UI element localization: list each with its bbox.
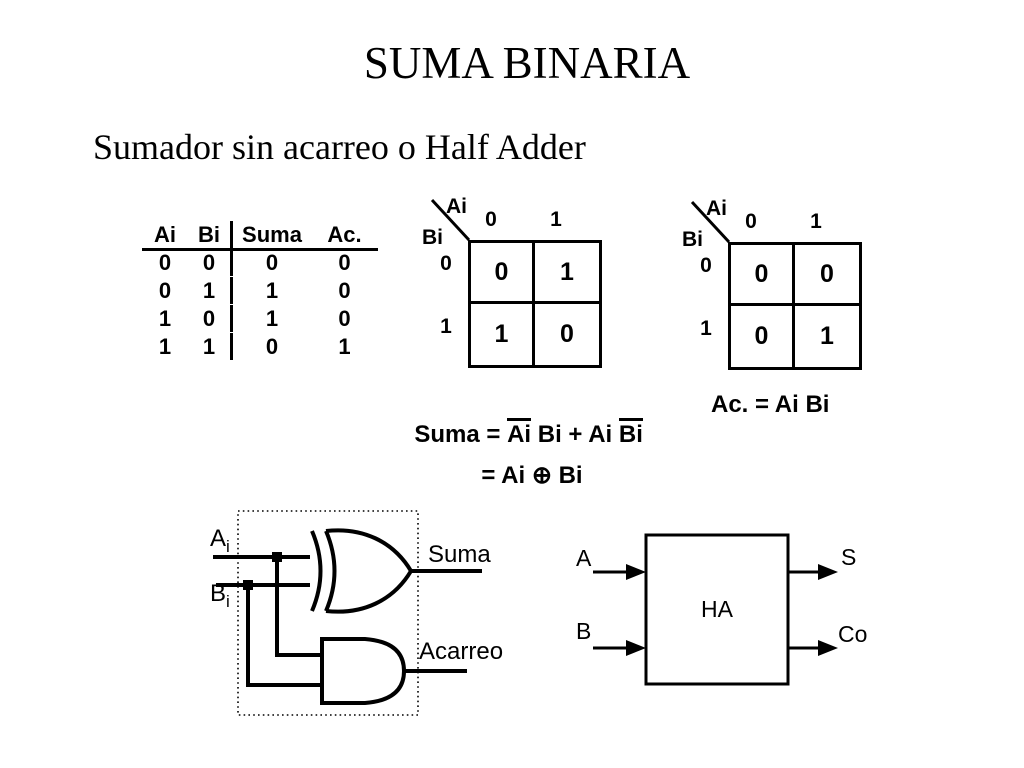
- kmap-grid: 0 0 0 1: [728, 242, 862, 370]
- truth-table-header: Ac.: [311, 221, 378, 251]
- xor-gate-icon: [310, 528, 414, 614]
- kmap-col-label: 1: [810, 210, 822, 233]
- half-adder-block-diagram: [593, 533, 838, 686]
- eq-suma-ai-overbar: Ai: [507, 418, 532, 447]
- ha-block-label: HA: [701, 596, 733, 622]
- truth-table-cell: 0: [188, 249, 233, 276]
- truth-table-cell: 0: [338, 249, 351, 275]
- truth-table-cell: 0: [265, 249, 279, 275]
- slide-title: SUMA BINARIA: [363, 38, 691, 88]
- wire-branch-a: [275, 557, 322, 657]
- truth-table-header: Ai: [142, 221, 188, 251]
- kmap-diagonal-line-icon: [690, 200, 731, 244]
- kmap-row-label: 0: [700, 254, 712, 277]
- slide-subtitle: Sumador sin acarreo o Half Adder: [93, 127, 586, 167]
- truth-table-cell: 0: [338, 277, 351, 303]
- kmap-suma: Ai Bi 0 1 0 1 0 1 1 0: [408, 190, 618, 385]
- block-input-b-label: B: [576, 618, 592, 644]
- kmap-cell: 0: [795, 245, 859, 306]
- kmap-row-label: 0: [440, 252, 452, 275]
- kmap-col-label: 0: [485, 208, 497, 231]
- eq-suma-lhs: Suma =: [414, 421, 508, 448]
- truth-table-cell: 1: [338, 333, 351, 359]
- kmap-row-label: 1: [440, 315, 452, 338]
- truth-table-cell: 1: [188, 333, 233, 360]
- block-output-co-label: Co: [838, 621, 868, 647]
- input-label-ai: Ai: [210, 525, 230, 556]
- truth-table-cell: 0: [338, 305, 351, 331]
- kmap-cell: 0: [471, 243, 535, 304]
- half-adder-gate-circuit: [213, 510, 482, 716]
- kmap-var-top: Ai: [446, 195, 467, 218]
- input-label-bi: Bi: [210, 580, 230, 611]
- eq-xor-pre: = Ai: [481, 462, 532, 489]
- ha-box: [644, 533, 790, 686]
- truth-table-header: Suma: [233, 221, 311, 251]
- equation-suma: Suma = Ai Bi + Ai Bi: [401, 388, 643, 450]
- truth-table: Ai Bi Suma Ac. 0 0 0 0 0 1 1 0 1 0 1 0 1…: [142, 221, 378, 361]
- kmap-var-top: Ai: [706, 197, 727, 220]
- truth-table-cell: 0: [188, 305, 233, 332]
- truth-table-cell: 1: [188, 277, 233, 304]
- kmap-acarreo: Ai Bi 0 1 0 1 0 0 0 1: [668, 192, 878, 387]
- arrow-output-s: [788, 564, 838, 580]
- kmap-row-label: 1: [700, 317, 712, 340]
- equation-suma-xor: = Ai ⊕ Bi: [468, 431, 583, 491]
- output-label-acarreo: Acarreo: [419, 638, 504, 665]
- truth-table-cell: 1: [265, 305, 279, 331]
- arrow-input-b: [593, 640, 646, 656]
- and-gate-icon: [320, 637, 407, 705]
- truth-table-cell: 1: [158, 333, 172, 359]
- kmap-cell: 1: [820, 322, 834, 350]
- arrow-output-co: [788, 640, 838, 656]
- truth-table-cell: 1: [158, 305, 172, 331]
- kmap-grid: 0 1 1 0: [468, 240, 602, 368]
- truth-table-cell: 1: [265, 277, 279, 303]
- input-a-letter: A: [210, 525, 227, 552]
- input-b-letter: B: [210, 580, 227, 607]
- eq-suma-mid: Bi + Ai: [531, 421, 619, 448]
- xor-symbol-icon: ⊕: [531, 462, 552, 489]
- kmap-var-side: Bi: [422, 226, 443, 249]
- truth-table-cell: 0: [265, 333, 279, 359]
- kmap-cell: 1: [535, 243, 599, 304]
- eq-suma-bi-overbar: Bi: [618, 418, 643, 447]
- arrow-input-a: [593, 564, 646, 580]
- input-a-subscript: i: [226, 536, 230, 556]
- kmap-diagonal-line-icon: [430, 198, 471, 242]
- block-input-a-label: A: [576, 545, 592, 571]
- kmap-cell: 0: [731, 306, 795, 367]
- output-label-suma: Suma: [428, 541, 491, 568]
- kmap-var-side: Bi: [682, 228, 703, 251]
- kmap-col-label: 0: [745, 210, 757, 233]
- truth-table-header: Bi: [188, 221, 233, 251]
- kmap-cell: 0: [731, 245, 795, 306]
- input-b-subscript: i: [226, 591, 230, 611]
- wire-branch-b: [246, 585, 322, 687]
- eq-xor-post: Bi: [551, 462, 583, 489]
- truth-table-cell: 0: [158, 277, 172, 303]
- kmap-col-label: 1: [550, 208, 562, 231]
- kmap-cell: 0: [560, 320, 574, 348]
- truth-table-cell: 0: [158, 249, 172, 275]
- kmap-cell: 1: [471, 304, 535, 365]
- block-output-s-label: S: [841, 544, 857, 570]
- equation-acarreo: Ac. = Ai Bi: [711, 391, 830, 418]
